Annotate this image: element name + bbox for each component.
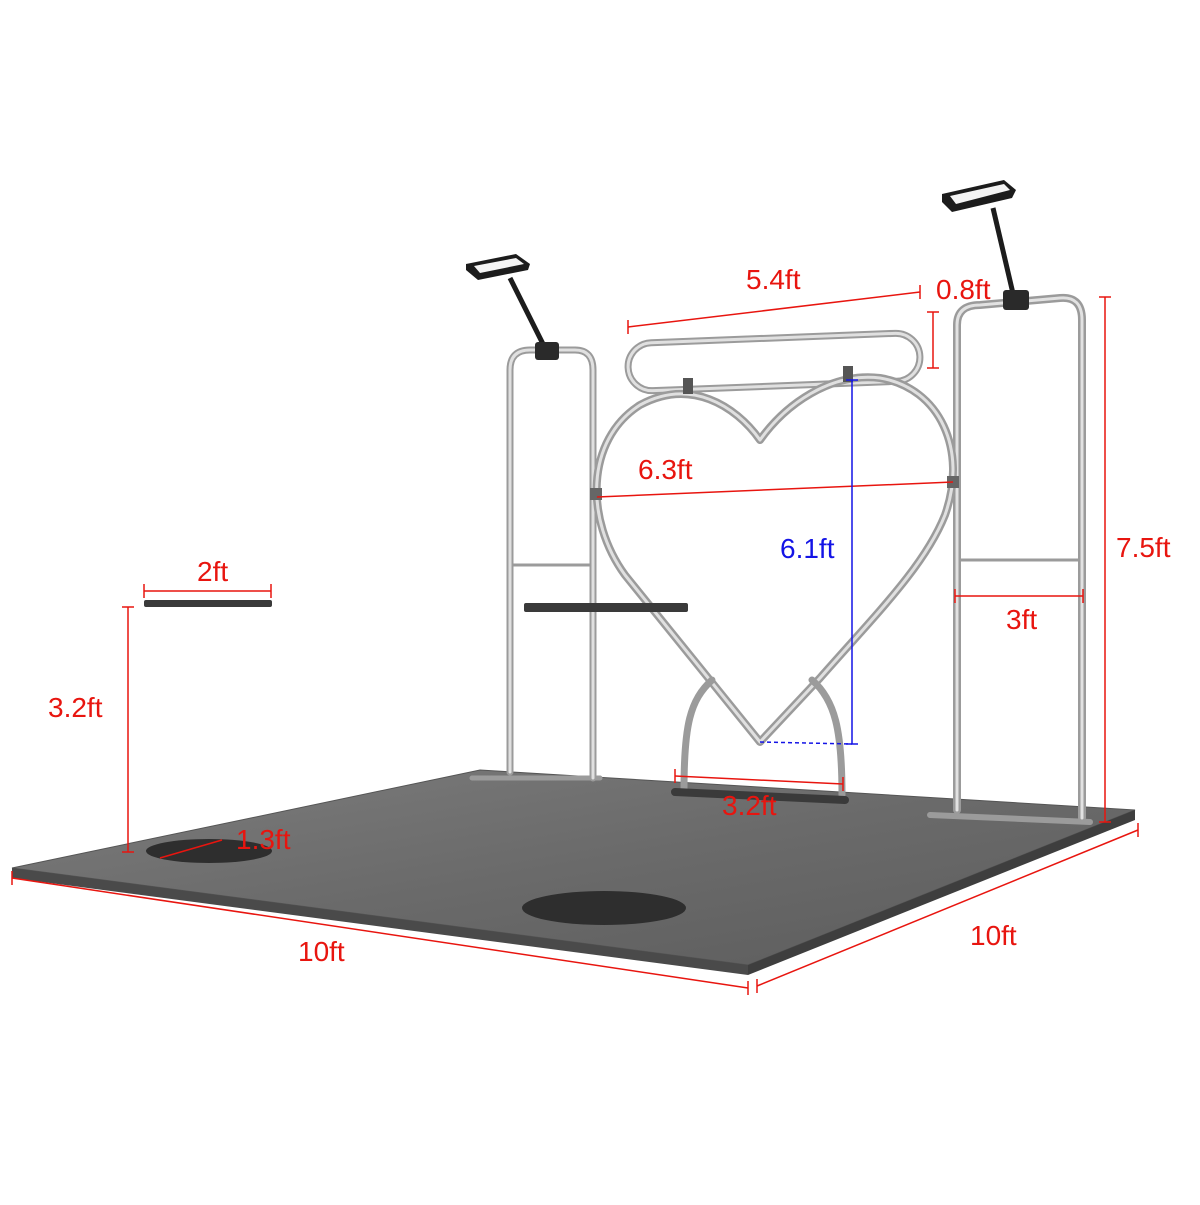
- spotlight-right: [942, 180, 1029, 310]
- top-banner-frame: [624, 329, 924, 395]
- dim-line-table-height: [122, 606, 134, 853]
- label-side-frame-width: 3ft: [1006, 604, 1038, 635]
- dim-line-table-base: [159, 839, 223, 859]
- dim-line-table-top: [143, 584, 272, 598]
- dim-line-frame-width: [954, 589, 1084, 603]
- dim-line-frame-height: [1099, 296, 1111, 823]
- dimension-lines: [11, 285, 1139, 995]
- label-table-height: 3.2ft: [48, 692, 103, 723]
- dim-line-floor-front: [11, 871, 749, 995]
- label-table-base-diameter: 1.3ft: [236, 824, 291, 855]
- dim-line-heart-width: [596, 481, 954, 498]
- right-side-frame: [927, 293, 1093, 825]
- dim-line-banner-height: [927, 311, 939, 369]
- label-top-banner-height: 0.8ft: [936, 274, 991, 305]
- label-top-banner-width: 5.4ft: [746, 264, 801, 295]
- label-side-frame-height: 7.5ft: [1116, 532, 1171, 563]
- label-floor-front-width: 10ft: [298, 936, 345, 967]
- right-side-frame-inner: [955, 296, 1084, 820]
- label-heart-width: 6.3ft: [638, 454, 693, 485]
- cocktail-table-center: [522, 603, 688, 925]
- cocktail-table-left: [144, 600, 272, 863]
- label-heart-height: 6.1ft: [780, 533, 835, 564]
- heart-arch: [590, 366, 959, 804]
- label-floor-side-depth: 10ft: [970, 920, 1017, 951]
- dim-line-heart-height: [759, 379, 858, 745]
- dim-line-banner-width: [627, 285, 921, 334]
- dim-line-floor-side: [756, 823, 1139, 993]
- dim-line-heart-base: [674, 769, 844, 791]
- spotlight-left: [466, 254, 559, 360]
- label-table-top-diameter: 2ft: [197, 556, 229, 587]
- label-heart-base-width: 3.2ft: [722, 790, 777, 821]
